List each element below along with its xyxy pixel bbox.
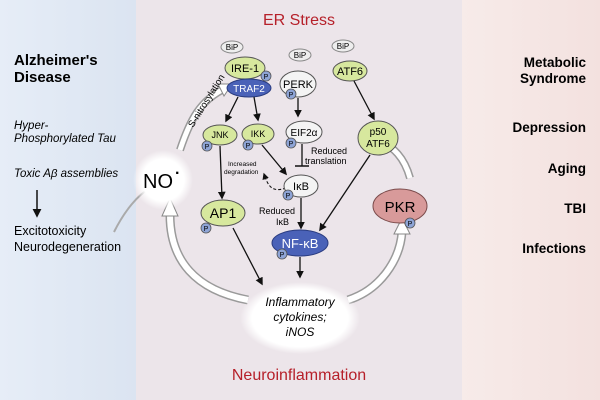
cytokines-label-2: cytokines; xyxy=(273,310,326,324)
ikk-phospho-badge xyxy=(242,139,254,151)
arrow-atf6-to-p50 xyxy=(353,80,375,121)
traf2-label: TRAF2 xyxy=(233,84,265,95)
jnk-node xyxy=(202,124,238,146)
cytokines-node xyxy=(240,282,360,354)
curve-arrow-cyto-to-no xyxy=(167,214,249,303)
ire1-phospho-badge xyxy=(260,70,272,82)
p50-atf6-sub-label: ATF6 xyxy=(366,139,390,150)
increased-degradation-label-1: Increased xyxy=(228,161,257,168)
left-panel xyxy=(0,0,136,400)
arrow-p50-to-nfkb xyxy=(319,154,371,232)
metabolic-syndrome-label: Metabolic Syndrome xyxy=(519,55,586,86)
ikb-phospho-label: P xyxy=(286,193,291,200)
bip-ire1-badge xyxy=(220,40,244,54)
bip-ire1-label: BiP xyxy=(226,43,238,52)
pkr-label: PKR xyxy=(385,199,416,216)
reduced-ikb-label-1: Reduced xyxy=(259,206,295,216)
jnk-phospho-badge xyxy=(201,140,213,152)
atf6-label: ATF6 xyxy=(337,66,363,78)
eif2a-node xyxy=(285,120,323,144)
ap1-phospho-badge xyxy=(200,222,212,234)
increased-degradation-label-2: degradation xyxy=(224,169,259,176)
pkr-node xyxy=(372,188,428,224)
eif2a-phospho-label: P xyxy=(289,141,294,148)
reduced-translation-label-2: translation xyxy=(305,156,347,166)
no-radical-dot: · xyxy=(175,165,180,182)
pkr-phospho-label: P xyxy=(408,221,413,228)
ikk-node xyxy=(241,123,275,145)
arrow-traf2-to-jnk xyxy=(225,96,239,123)
dashed-arrow-degradation xyxy=(262,172,287,191)
nfkb-label: NF-κB xyxy=(282,236,319,251)
traf2-node xyxy=(226,78,272,98)
arrow-jnk-to-ap1 xyxy=(217,145,226,200)
tbi-label: TBI xyxy=(564,201,586,216)
infections-label: Infections xyxy=(522,241,586,256)
perk-label: PERK xyxy=(283,79,314,91)
nfkb-node xyxy=(271,229,329,257)
ikk-label: IKK xyxy=(251,129,266,139)
jnk-label: JNK xyxy=(211,130,228,140)
jnk-phospho-label: P xyxy=(205,144,210,151)
curve-arrow-cyto-to-pkr xyxy=(347,231,405,303)
ap1-node xyxy=(200,199,246,227)
arrow-ap1-to-cytokines xyxy=(232,227,263,286)
bip-atf6-badge xyxy=(331,39,355,53)
right-panel xyxy=(462,0,600,400)
cytokines-label-1: Inflammatory xyxy=(265,295,335,309)
reduced-translation-label-1: Reduced xyxy=(311,146,347,156)
eif2a-phospho-badge xyxy=(285,137,297,149)
nfkb-phospho-badge xyxy=(276,248,288,260)
ire1-label: IRE-1 xyxy=(231,63,259,75)
s-nitrosylation-label: S-nitrosylation xyxy=(186,73,227,130)
arrow-ikk-to-ikb xyxy=(261,144,287,176)
hyper-phosphorylated-tau: Hyper-Phosphorylated Tau xyxy=(14,120,116,146)
depression-label: Depression xyxy=(512,120,586,135)
p50-atf6-node xyxy=(357,120,399,156)
perk-phospho-label: P xyxy=(289,92,294,99)
toxic-abeta-assemblies: Toxic Aβ assemblies xyxy=(14,168,119,180)
p50-label: p50 xyxy=(370,127,387,138)
neurodegeneration-label: Neurodegeneration xyxy=(14,240,122,254)
ikk-phospho-label: P xyxy=(246,143,251,150)
aging-label: Aging xyxy=(547,161,586,176)
alzheimers-title: Alzheimer's Disease xyxy=(14,52,98,87)
cytokines-label-3: iNOS xyxy=(286,325,315,339)
ikb-label: IκB xyxy=(293,181,309,193)
arrow-traf2-to-ikk xyxy=(253,96,261,122)
ire1-phospho-label: P xyxy=(264,74,269,81)
curve-arrow-no-to-ire xyxy=(177,85,228,151)
bip-perk-label: BiP xyxy=(294,51,306,60)
no-label: NO xyxy=(143,171,173,193)
excitotoxicity-label: Excitotoxicity xyxy=(14,224,87,238)
bip-atf6-label: BiP xyxy=(337,42,349,51)
ap1-phospho-label: P xyxy=(204,226,209,233)
atf6-node xyxy=(332,60,368,82)
neuroinflammation-header: Neuroinflammation xyxy=(231,367,367,384)
no-glow xyxy=(133,150,193,210)
pkr-phospho-badge xyxy=(404,217,416,229)
ikb-node xyxy=(283,174,319,198)
ikb-phospho-badge xyxy=(282,189,294,201)
eif2a-label: EIF2α xyxy=(291,128,318,139)
perk-phospho-badge xyxy=(285,88,297,100)
nfkb-phospho-label: P xyxy=(280,252,285,259)
reduced-ikb-label-2: IκB xyxy=(276,217,289,227)
bip-perk-badge xyxy=(288,48,312,62)
er-stress-header: ER Stress xyxy=(262,12,335,29)
ap1-label: AP1 xyxy=(210,205,237,221)
